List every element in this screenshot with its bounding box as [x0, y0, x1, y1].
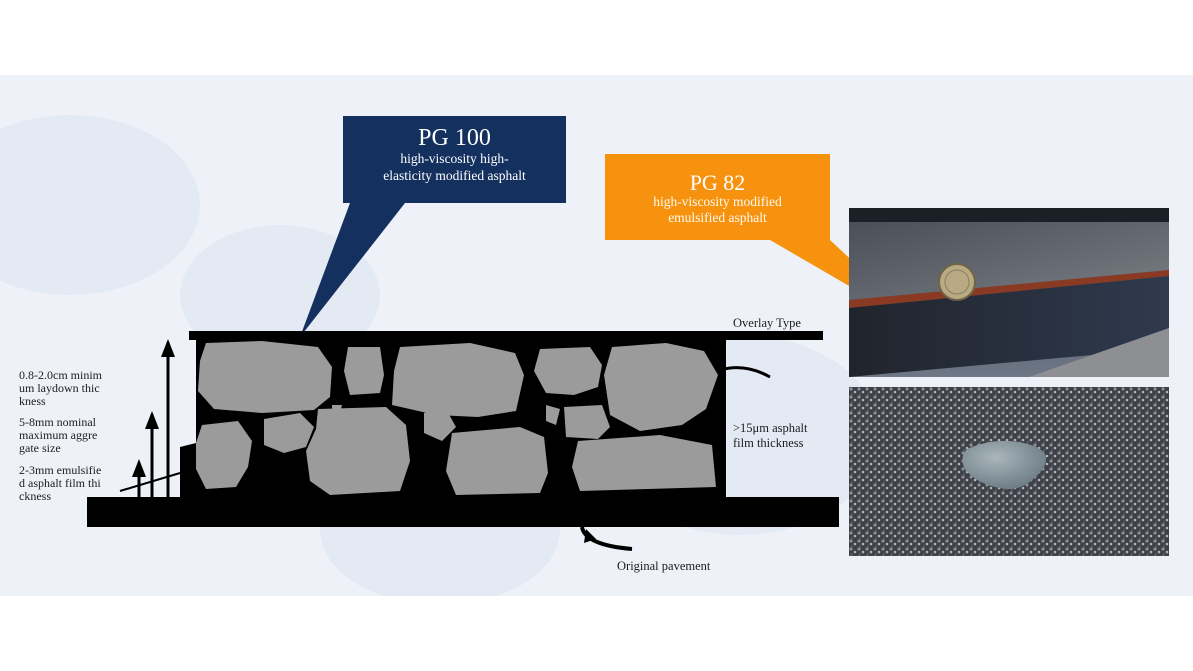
diagram-panel: PG 100 high-viscosity high- elasticity m… — [0, 75, 1193, 596]
pg100-callout-tail — [300, 203, 405, 337]
background-swirl — [0, 115, 200, 295]
asphalt-edge-image — [849, 208, 1169, 377]
original-pavement-pointer-tip — [584, 529, 596, 543]
laydown-thickness-label: 0.8-2.0cm minim um laydown thic kness — [19, 369, 102, 408]
film-thickness-pointer — [719, 366, 771, 379]
aggregate-size-arrowhead — [145, 411, 159, 429]
aggregate-stone — [604, 343, 718, 431]
aggregate-line2: maximum aggre — [19, 428, 98, 442]
laydown-line3: kness — [19, 394, 46, 408]
emulsified-line2: d asphalt film thi — [19, 476, 101, 490]
aggregate-stone — [534, 347, 602, 395]
aggregate-stone — [546, 405, 560, 425]
pg100-title: PG 100 — [418, 125, 491, 151]
pg100-callout: PG 100 high-viscosity high- elasticity m… — [343, 116, 566, 203]
asphalt-edge-photo — [849, 208, 1169, 377]
coin-rim — [944, 269, 970, 295]
laydown-line2: um laydown thic — [19, 381, 100, 395]
emulsified-film-pointer — [119, 472, 181, 492]
film-thickness-label: >15μm asphalt film thickness — [733, 421, 808, 451]
photo-road-edge — [1029, 328, 1169, 377]
laydown-line1: 0.8-2.0cm minim — [19, 368, 102, 382]
aggregate-stone — [344, 347, 384, 395]
pg82-title: PG 82 — [689, 170, 746, 195]
aggregate-stone — [572, 435, 716, 491]
original-pavement-layer — [87, 497, 839, 527]
photo-wet-asphalt — [849, 276, 1169, 377]
original-pavement-label: Original pavement — [617, 559, 711, 573]
emulsified-line3: ckness — [19, 489, 51, 503]
aggregate-stone — [306, 407, 410, 495]
aggregate-stone — [392, 343, 524, 417]
film-thickness-line1: >15μm asphalt — [733, 421, 808, 435]
laydown-thickness-arrowhead — [161, 339, 175, 357]
emulsion-drop-photo — [849, 387, 1169, 556]
photo-red-edge — [849, 270, 1169, 308]
aggregate-stone — [564, 405, 610, 439]
aggregate-size-label: 5-8mm nominal maximum aggre gate size — [19, 416, 97, 455]
aggregate-line3: gate size — [19, 441, 61, 455]
aggregate-stones — [196, 341, 718, 495]
photo-aggregate-surface — [849, 222, 1169, 300]
aggregate-stone — [424, 409, 456, 441]
photo-horizon — [849, 208, 1169, 222]
coin-image — [938, 263, 976, 301]
pg82-desc-line2: emulsified asphalt — [668, 210, 767, 225]
aggregate-stone — [332, 405, 342, 413]
aggregate-stone — [264, 413, 314, 453]
original-pavement-pointer — [580, 526, 633, 551]
emulsion-drop — [962, 440, 1047, 490]
overlay-type-label: Overlay Type — [733, 316, 801, 330]
aggregate-stone — [196, 421, 252, 489]
emulsion-drop-image — [849, 387, 1169, 556]
pg82-callout: PG 82 high-viscosity modified emulsified… — [605, 154, 830, 240]
emulsified-asphalt-fill — [716, 447, 726, 497]
emulsified-film-label: 2-3mm emulsifie d asphalt film thi cknes… — [19, 464, 101, 503]
emulsified-film-arrowhead — [132, 459, 146, 477]
emulsified-line1: 2-3mm emulsifie — [19, 463, 102, 477]
aggregate-line1: 5-8mm nominal — [19, 415, 96, 429]
film-thickness-line2: film thickness — [733, 436, 804, 450]
aggregate-stone — [198, 341, 332, 413]
pg100-desc-line1: high-viscosity high- — [400, 151, 509, 166]
thickness-arrows — [119, 339, 181, 497]
aggregate-stone — [446, 427, 548, 495]
overlay-top-line — [189, 331, 823, 340]
pg100-desc-line2: elasticity modified asphalt — [383, 168, 526, 183]
pg82-desc-line1: high-viscosity modified — [653, 194, 782, 209]
